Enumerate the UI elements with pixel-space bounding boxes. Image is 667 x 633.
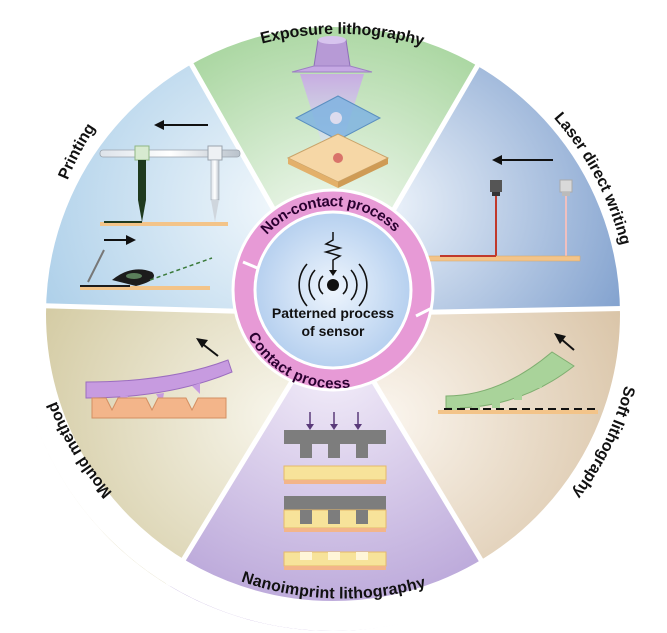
- printing-illustration: [80, 120, 241, 290]
- label-band: [16, 0, 650, 631]
- center-title-line1: Patterned process: [272, 305, 394, 321]
- center-title-line2: of sensor: [301, 323, 365, 339]
- signal-wave-icon: [298, 263, 368, 307]
- exposure-lithography-illustration: [286, 36, 390, 188]
- soft-lithography-illustration: [438, 333, 598, 414]
- nanoimprint-lithography-illustration: [283, 412, 387, 570]
- sensor-dot-icon: [327, 279, 339, 291]
- center-hub: Patterned process of sensor: [253, 210, 413, 370]
- resistor-icon: [323, 232, 343, 270]
- mould-method-illustration: [85, 338, 233, 419]
